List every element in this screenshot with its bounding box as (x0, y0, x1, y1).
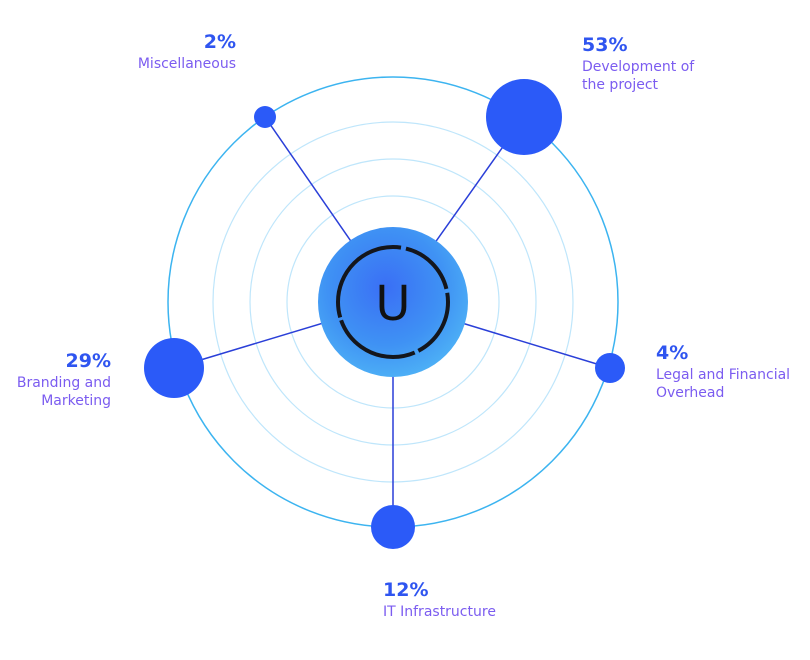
percent-label: 53% (582, 34, 627, 56)
category-label: the project (582, 77, 659, 93)
data-labels: 53% Development of the project 4% Legal and … (17, 31, 790, 620)
data-node (595, 353, 625, 383)
category-label: Development of (582, 59, 695, 75)
data-node (371, 505, 415, 549)
percent-label: 12% (383, 579, 428, 601)
center-logo: U (318, 227, 468, 377)
category-label: Legal and Financial (656, 367, 790, 383)
center-logo-letter: U (375, 276, 410, 332)
percent-label: 29% (66, 350, 111, 372)
category-label: Miscellaneous (138, 56, 236, 72)
data-node (254, 106, 276, 128)
center-logo-ring (336, 245, 450, 359)
category-label: Marketing (41, 393, 111, 409)
data-node (144, 338, 204, 398)
category-label: Overhead (656, 385, 724, 401)
data-nodes (144, 79, 625, 549)
percent-label: 2% (204, 31, 236, 53)
category-label: Branding and (17, 375, 111, 391)
data-node (486, 79, 562, 155)
category-label: IT Infrastructure (383, 604, 496, 620)
percent-label: 4% (656, 342, 688, 364)
